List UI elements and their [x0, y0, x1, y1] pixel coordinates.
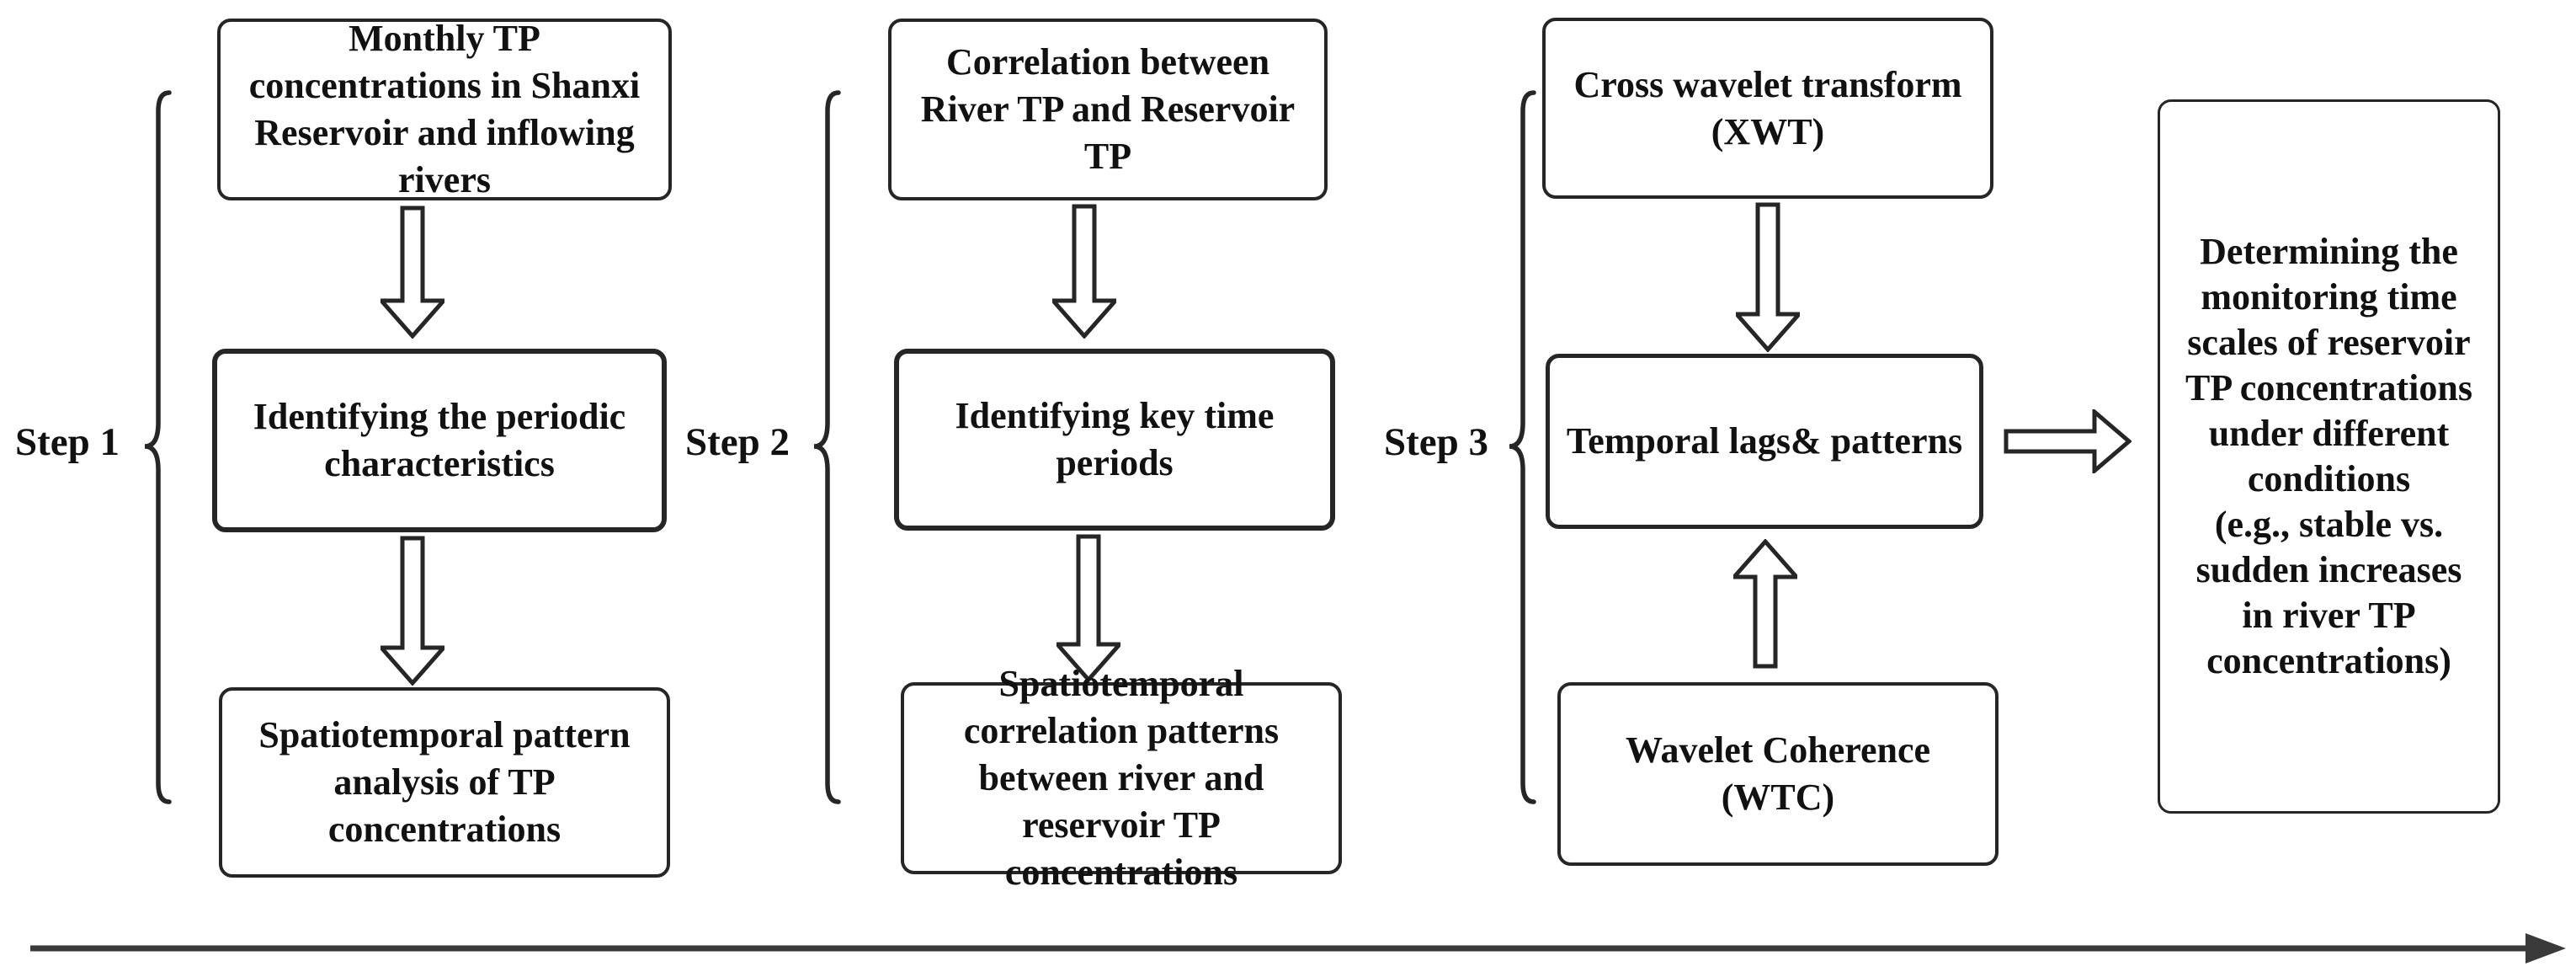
timeline-arrow [30, 933, 2566, 964]
outcome-box: Determining the monitoring time scales o… [2158, 99, 2500, 814]
down-arrow-icon [1736, 202, 1800, 352]
step1-label: Step 1 [14, 420, 120, 464]
down-arrow-icon [381, 206, 444, 339]
step3-label: Step 3 [1383, 420, 1489, 464]
step1-top-box: Monthly TP concentrations in Shanxi Rese… [217, 18, 672, 200]
step3-curly-brace-icon [1509, 90, 1536, 804]
step2-middle-box: Identifying key time periods [894, 349, 1335, 531]
step3-middle-box: Temporal lags& patterns [1546, 354, 1983, 529]
step3-top-box: Cross wavelet transform (XWT) [1542, 18, 1993, 199]
down-arrow-icon [1052, 204, 1116, 339]
up-arrow-icon [1733, 539, 1797, 669]
step2-top-box: Correlation between River TP and Reservo… [888, 19, 1328, 200]
step1-curly-brace-icon [144, 90, 172, 804]
step2-bottom-box: Spatiotemporal correlation patterns betw… [901, 663, 1342, 893]
step3-bottom-box: Wavelet Coherence (WTC) [1557, 682, 1999, 866]
down-arrow-icon [1056, 534, 1120, 682]
step1-middle-box: Identifying the periodic characteristics [212, 349, 667, 532]
step1-bottom-box: Spatiotemporal pattern analysis of TP co… [219, 687, 670, 878]
step2-label: Step 2 [684, 420, 790, 464]
step2-curly-brace-icon [813, 90, 841, 804]
down-arrow-icon [381, 536, 444, 686]
right-arrow-icon [2004, 409, 2132, 473]
